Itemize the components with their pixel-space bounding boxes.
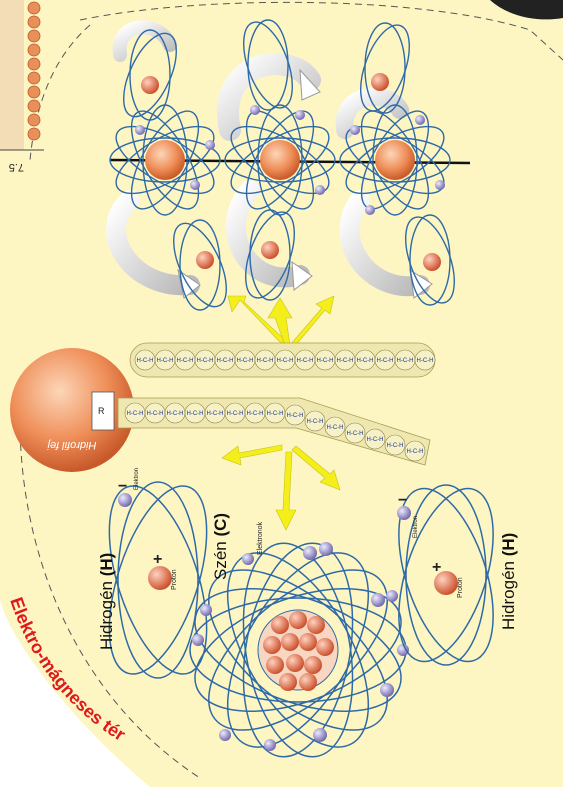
- svg-text:H-C-H: H-C-H: [137, 358, 154, 364]
- minus-sign: −: [118, 478, 127, 495]
- svg-text:H-C-H: H-C-H: [407, 449, 424, 455]
- proton-label-left: Proton: [171, 569, 178, 590]
- svg-text:H-C-H: H-C-H: [217, 358, 234, 364]
- hydrogen-nucleus-1a: [141, 76, 159, 94]
- svg-text:H-C-H: H-C-H: [247, 411, 264, 417]
- svg-text:H-C-H: H-C-H: [227, 411, 244, 417]
- svg-text:H-C-H: H-C-H: [367, 437, 384, 443]
- svg-text:H-C-H: H-C-H: [327, 425, 344, 431]
- proton-label-right: Proton: [457, 577, 464, 598]
- svg-text:H-C-H: H-C-H: [397, 358, 414, 364]
- svg-text:H-C-H: H-C-H: [257, 358, 274, 364]
- svg-text:H-C-H: H-C-H: [337, 358, 354, 364]
- hydrophil-head-label: Hidrofil fej: [47, 439, 96, 451]
- svg-text:H-C-H: H-C-H: [237, 358, 254, 364]
- hydrogen-nucleus-3b: [423, 253, 441, 271]
- svg-text:H-C-H: H-C-H: [127, 411, 144, 417]
- minus-sign: −: [398, 492, 407, 509]
- carbon-label: Szén (C): [211, 513, 230, 580]
- svg-text:H-C-H: H-C-H: [307, 419, 324, 425]
- hydrogen-label-bottom: Hidrogén (H): [499, 533, 518, 630]
- svg-text:H-C-H: H-C-H: [417, 358, 434, 364]
- svg-text:H-C-H: H-C-H: [177, 358, 194, 364]
- svg-text:H-C-H: H-C-H: [167, 411, 184, 417]
- corner-number: 7.5: [9, 161, 24, 173]
- svg-text:H-C-H: H-C-H: [147, 411, 164, 417]
- nucleus-3: [375, 140, 415, 180]
- electron-label-left: Elektron: [134, 468, 140, 490]
- svg-text:H-C-H: H-C-H: [297, 358, 314, 364]
- plus-sign: +: [153, 551, 162, 568]
- svg-text:H-C-H: H-C-H: [357, 358, 374, 364]
- svg-text:H-C-H: H-C-H: [347, 431, 364, 437]
- svg-text:H-C-H: H-C-H: [187, 411, 204, 417]
- svg-text:H-C-H: H-C-H: [197, 358, 214, 364]
- electron-label-right: Elektron: [413, 516, 419, 538]
- proton-left: [148, 566, 172, 590]
- hydrophil-head-ball: [10, 348, 134, 472]
- svg-text:H-C-H: H-C-H: [287, 413, 304, 419]
- svg-text:H-C-H: H-C-H: [387, 443, 404, 449]
- electrons-label: Elektronok: [257, 521, 264, 555]
- svg-text:H-C-H: H-C-H: [377, 358, 394, 364]
- nucleus-1: [145, 140, 185, 180]
- hydrogen-nucleus-1b: [196, 251, 214, 269]
- svg-text:H-C-H: H-C-H: [317, 358, 334, 364]
- svg-text:H-C-H: H-C-H: [207, 411, 224, 417]
- electron-left: [118, 493, 132, 507]
- hydrogen-nucleus-3a: [371, 73, 389, 91]
- svg-text:H-C-H: H-C-H: [277, 358, 294, 364]
- plus-sign: +: [432, 559, 441, 576]
- nucleus-2: [260, 140, 300, 180]
- hydrogen-nucleus-2b: [261, 241, 279, 259]
- svg-text:H-C-H: H-C-H: [157, 358, 174, 364]
- svg-text:H-C-H: H-C-H: [267, 411, 284, 417]
- hydrogen-label-top: Hidrogén (H): [97, 553, 116, 650]
- svg-text:R: R: [98, 406, 105, 416]
